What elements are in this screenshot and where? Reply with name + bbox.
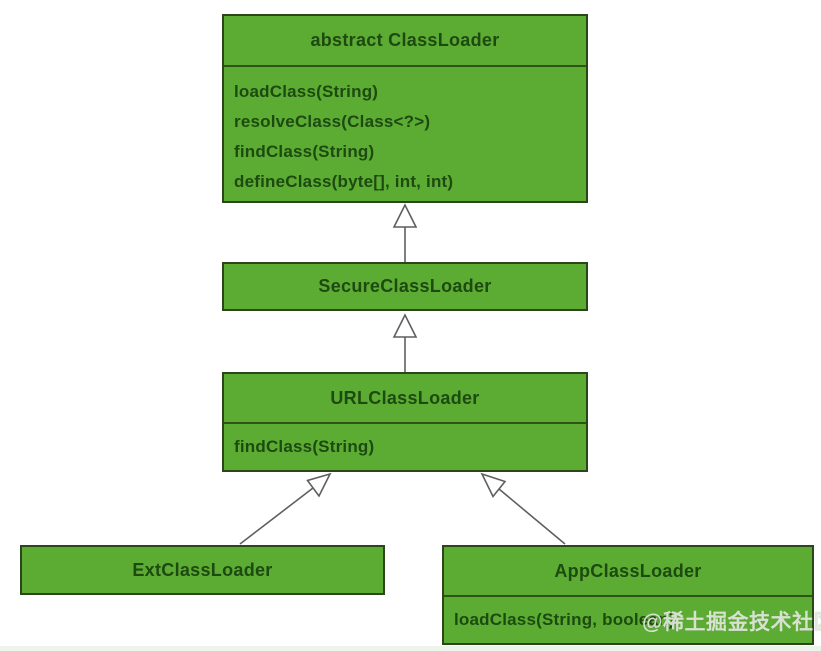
class-method-list: loadClass(String, boolean) bbox=[444, 597, 812, 643]
class-box-abstract-classloader: abstract ClassLoader loadClass(String) r… bbox=[222, 14, 588, 203]
class-method: loadClass(String, boolean) bbox=[454, 610, 675, 629]
class-name: AppClassLoader bbox=[444, 547, 812, 597]
class-method: defineClass(byte[], int, int) bbox=[234, 172, 454, 191]
class-box-urlclassloader: URLClassLoader findClass(String) bbox=[222, 372, 588, 472]
class-name: ExtClassLoader bbox=[132, 559, 273, 580]
class-method-list: findClass(String) bbox=[224, 424, 586, 470]
class-name: SecureClassLoader bbox=[318, 276, 492, 296]
inheritance-arrow-url-to-secure bbox=[392, 313, 418, 372]
class-box-extclassloader: ExtClassLoader bbox=[20, 545, 385, 595]
class-name: abstract ClassLoader bbox=[224, 16, 586, 67]
class-method: findClass(String) bbox=[234, 142, 375, 161]
inheritance-arrow-app-to-url bbox=[480, 472, 566, 545]
class-method: findClass(String) bbox=[234, 437, 375, 456]
watermark-text: @稀土掘金技术社区 bbox=[642, 611, 821, 634]
class-box-appclassloader: AppClassLoader loadClass(String, boolean… bbox=[442, 545, 814, 645]
class-method-list: loadClass(String) resolveClass(Class<?>)… bbox=[224, 67, 586, 197]
class-method: resolveClass(Class<?>) bbox=[234, 112, 431, 131]
image-bottom-edge bbox=[0, 646, 821, 651]
class-name: URLClassLoader bbox=[224, 374, 586, 424]
inheritance-arrow-secure-to-abstract bbox=[392, 203, 418, 262]
inheritance-arrow-ext-to-url bbox=[239, 472, 332, 545]
class-method: loadClass(String) bbox=[234, 82, 379, 101]
class-box-secureclassloader: SecureClassLoader bbox=[222, 262, 588, 311]
